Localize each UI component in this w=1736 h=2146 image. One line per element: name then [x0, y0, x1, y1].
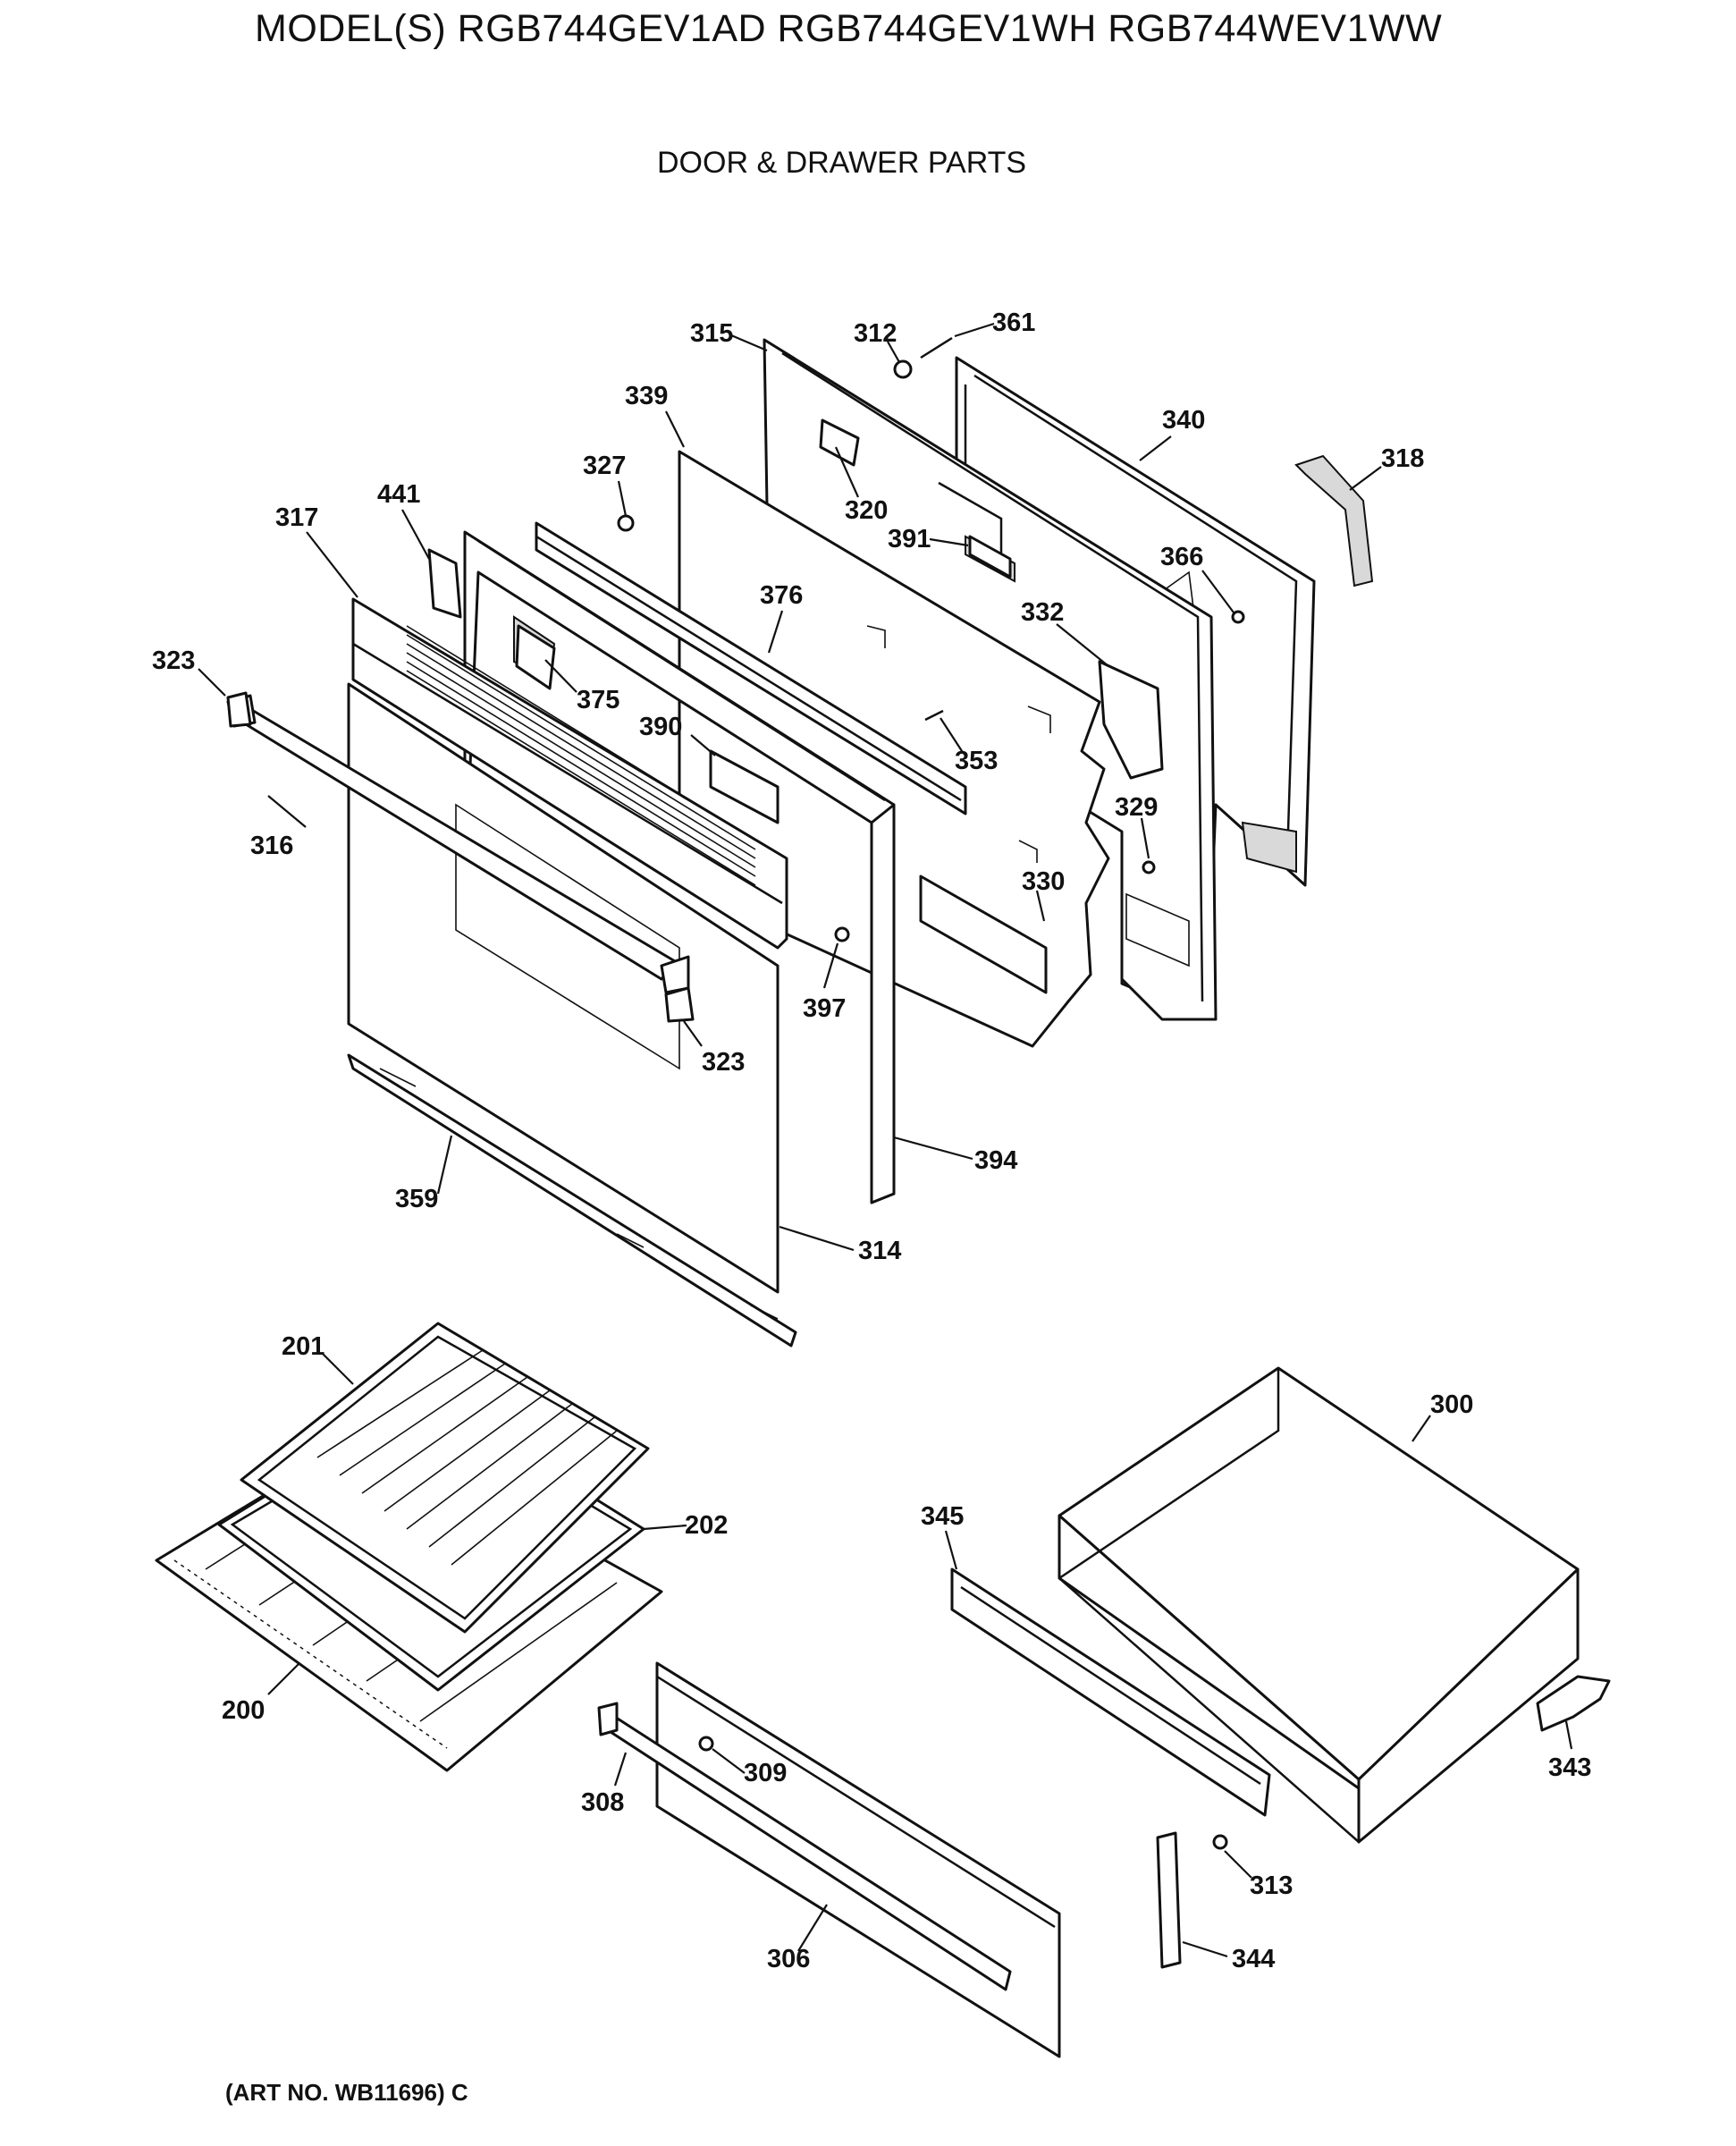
callout-345: 345 — [921, 1502, 964, 1531]
callout-332: 332 — [1021, 598, 1064, 627]
callout-394: 394 — [974, 1146, 1017, 1175]
callout-344: 344 — [1232, 1945, 1275, 1973]
callout-359: 359 — [395, 1185, 438, 1213]
callout-318: 318 — [1381, 444, 1424, 473]
part-320-bracket — [819, 418, 860, 467]
callout-329: 329 — [1115, 793, 1158, 822]
callout-308: 308 — [581, 1788, 624, 1817]
callout-323-top: 323 — [152, 646, 195, 675]
callout-320: 320 — [845, 496, 888, 525]
callout-327: 327 — [583, 452, 626, 480]
callout-306: 306 — [767, 1945, 810, 1973]
callout-397: 397 — [803, 994, 846, 1023]
callout-201: 201 — [282, 1332, 324, 1361]
part-397-screw — [834, 926, 850, 942]
leader-lines — [198, 322, 1573, 1958]
callout-375: 375 — [577, 686, 619, 714]
part-201-broiler-grid — [240, 1322, 650, 1634]
part-323-end-cap-left — [226, 691, 252, 728]
callout-315: 315 — [690, 319, 733, 348]
part-376-door-channel — [535, 521, 967, 815]
part-329-screw — [1142, 860, 1156, 874]
callout-309: 309 — [744, 1759, 787, 1787]
callout-300: 300 — [1430, 1390, 1473, 1419]
callout-313: 313 — [1250, 1871, 1293, 1900]
part-327-clip — [617, 514, 635, 532]
part-390-bracket — [709, 749, 780, 824]
art-number: (ART NO. WB11696) C — [225, 2079, 468, 2106]
callout-353: 353 — [955, 747, 998, 775]
callout-316: 316 — [250, 832, 293, 860]
part-309-screw — [698, 1736, 714, 1752]
part-308-drawer-handle — [597, 1702, 1012, 1991]
callout-323-bottom: 323 — [702, 1048, 745, 1077]
callout-391: 391 — [888, 525, 931, 553]
part-345-slide-rail — [950, 1567, 1271, 1817]
section-title: DOOR & DRAWER PARTS — [657, 146, 1027, 180]
part-318-gasket — [1294, 454, 1374, 587]
part-332-block — [1098, 660, 1164, 780]
part-344-rail-support — [1156, 1831, 1182, 1969]
callout-361: 361 — [992, 308, 1035, 337]
callout-343: 343 — [1548, 1753, 1591, 1782]
callout-314: 314 — [858, 1237, 901, 1265]
part-359-bottom-trim — [347, 1053, 797, 1348]
callout-312: 312 — [854, 319, 897, 348]
part-391-clip — [968, 535, 1012, 579]
part-313-screw — [1212, 1834, 1228, 1850]
callout-340: 340 — [1162, 406, 1205, 435]
callout-376: 376 — [760, 581, 803, 610]
callout-390: 390 — [639, 713, 682, 741]
page-title: MODEL(S) RGB744GEV1AD RGB744GEV1WH RGB74… — [0, 0, 1736, 54]
callout-317: 317 — [275, 503, 318, 532]
part-317-vent-trim — [351, 597, 788, 950]
part-312-nut — [893, 359, 913, 379]
part-300-drawer — [1058, 1366, 1580, 1844]
part-306-drawer-front — [655, 1661, 1061, 2058]
part-343-roller — [1536, 1675, 1611, 1732]
part-375-bracket — [515, 624, 556, 690]
part-441-hinge-bracket — [427, 548, 462, 619]
part-323-end-cap-right — [664, 986, 695, 1023]
callout-200: 200 — [222, 1696, 265, 1725]
callout-366: 366 — [1160, 543, 1203, 571]
part-361-screw — [920, 336, 953, 359]
callout-339: 339 — [625, 382, 668, 410]
model-title: MODEL(S) RGB744GEV1AD RGB744GEV1WH RGB74… — [255, 7, 1443, 50]
part-366-screw — [1231, 610, 1245, 624]
callout-441: 441 — [377, 480, 420, 509]
callout-330: 330 — [1022, 867, 1065, 896]
part-353-screw — [924, 709, 944, 722]
part-330-strip — [919, 874, 1048, 994]
callout-202: 202 — [685, 1511, 728, 1540]
